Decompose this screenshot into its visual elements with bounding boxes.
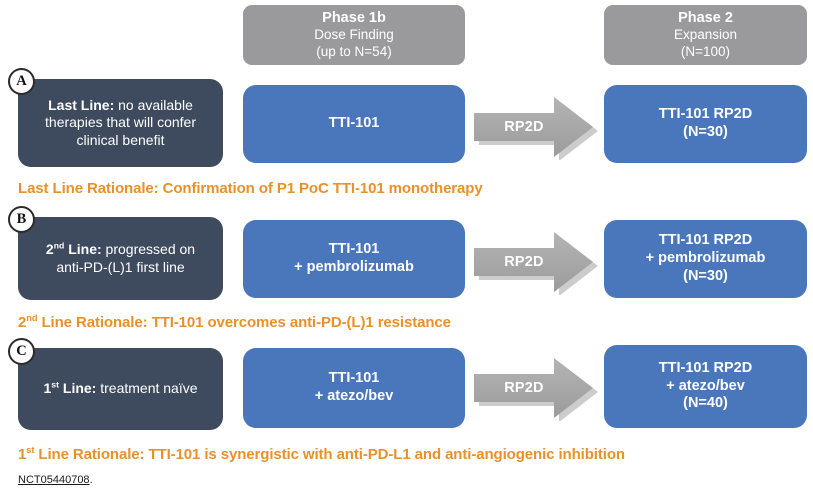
rp2d-arrow-c: RP2D	[468, 355, 599, 421]
rationale-b: 2nd Line Rationale: TTI-101 overcomes an…	[18, 313, 451, 331]
phase-1b-enrollment: (up to N=54)	[316, 43, 392, 59]
row-badge-c: C	[8, 338, 35, 365]
rp2d-arrow-label-a: RP2D	[504, 119, 544, 135]
phase1b-text-c: TTI-101 + atezo/bev	[315, 370, 394, 405]
phase1b-b-line1: TTI-101	[328, 241, 380, 258]
phase-2-header-text: Phase 2 Expansion (N=100)	[668, 10, 743, 61]
column-header-phase-1b: Phase 1b Dose Finding (up to N=54)	[243, 5, 465, 65]
phase1b-box-b: TTI-101 + pembrolizumab	[243, 220, 465, 298]
phase-1b-header-text: Phase 1b Dose Finding (up to N=54)	[308, 10, 400, 61]
population-text-b: 2nd Line: progressed on anti-PD-(L)1 fir…	[32, 241, 209, 275]
rp2d-arrow-b: RP2D	[468, 229, 599, 295]
rp2d-arrow-label-b: RP2D	[504, 254, 544, 270]
population-label-b-sup: nd	[53, 240, 65, 251]
population-label-b: 2nd Line:	[46, 241, 102, 257]
rationale-a-prefix: Last Line	[18, 180, 83, 197]
rationale-b-prefix: 2	[18, 314, 27, 331]
phase2-b-line2: + pembrolizumab	[645, 250, 766, 267]
population-label-b-base: 2	[45, 241, 54, 258]
phase2-a-line1: TTI-101 RP2D	[658, 106, 753, 123]
phase2-c-line2: + atezo/bev	[666, 377, 745, 394]
population-box-c: 1st Line: treatment naïve	[18, 348, 223, 430]
rp2d-arrow-label-c: RP2D	[504, 380, 544, 396]
phase2-text-c: TTI-101 RP2D + atezo/bev (N=40)	[659, 360, 752, 413]
population-box-b: 2nd Line: progressed on anti-PD-(L)1 fir…	[18, 217, 223, 300]
rationale-b-rest: Line Rationale: TTI-101 overcomes anti-P…	[37, 314, 451, 331]
population-label-c-sup: st	[51, 379, 59, 390]
phase2-c-line3: (N=40)	[683, 395, 728, 412]
rationale-c-prefix: 1	[18, 446, 27, 463]
phase2-text-b: TTI-101 RP2D + pembrolizumab (N=30)	[646, 232, 766, 285]
phase2-box-b: TTI-101 RP2D + pembrolizumab (N=30)	[604, 220, 807, 298]
population-label-b-tail: Line:	[64, 241, 102, 258]
phase-1b-title: Phase 1b	[322, 9, 386, 26]
footnote-trial-id[interactable]: NCT05440708	[18, 474, 90, 486]
phase2-b-line1: TTI-101 RP2D	[658, 232, 753, 249]
population-text-c: 1st Line: treatment naïve	[43, 380, 197, 397]
phase-1b-subtitle: Dose Finding	[314, 27, 394, 43]
phase-2-title: Phase 2	[678, 9, 733, 26]
population-label-c-tail: Line:	[59, 380, 97, 397]
phase-2-subtitle: Expansion	[673, 27, 738, 43]
phase1b-text-a: TTI-101	[329, 115, 380, 133]
phase1b-box-a: TTI-101	[243, 85, 465, 163]
population-box-a: Last Line: no available therapies that w…	[18, 79, 223, 167]
phase-2-enrollment: (N=100)	[680, 43, 731, 59]
phase1b-a-line1: TTI-101	[328, 115, 380, 132]
population-label-a: Last Line:	[48, 97, 115, 114]
phase1b-box-c: TTI-101 + atezo/bev	[243, 348, 465, 428]
row-badge-b: B	[8, 206, 35, 233]
phase1b-c-line1: TTI-101	[328, 370, 380, 387]
population-label-c-base: 1	[43, 380, 52, 397]
rationale-a: Last Line Rationale: Confirmation of P1 …	[18, 180, 483, 197]
phase1b-b-line2: + pembrolizumab	[294, 259, 414, 275]
phase2-box-c: TTI-101 RP2D + atezo/bev (N=40)	[604, 345, 807, 428]
population-text-a: Last Line: no available therapies that w…	[32, 97, 209, 148]
phase2-a-line2: (N=30)	[683, 124, 728, 140]
rp2d-arrow-a: RP2D	[468, 94, 599, 160]
column-header-phase-2: Phase 2 Expansion (N=100)	[604, 5, 807, 65]
rationale-b-sup: nd	[26, 313, 38, 323]
phase2-b-line3: (N=30)	[683, 267, 728, 284]
rationale-c-rest: Line Rationale: TTI-101 is synergistic w…	[34, 446, 625, 463]
population-detail-a: no available therapies that will confer …	[45, 97, 196, 148]
phase2-c-line1: TTI-101 RP2D	[658, 359, 753, 376]
footnote: NCT05440708.	[18, 474, 93, 486]
population-detail-c: treatment naïve	[96, 380, 198, 397]
phase1b-text-b: TTI-101 + pembrolizumab	[294, 241, 414, 276]
population-detail-b: progressed on anti-PD-(L)1 first line	[56, 241, 196, 275]
row-badge-a: A	[8, 68, 35, 95]
footnote-period: .	[89, 474, 93, 486]
phase1b-c-line2: + atezo/bev	[314, 388, 394, 404]
rationale-c: 1st Line Rationale: TTI-101 is synergist…	[18, 445, 625, 463]
population-label-c: 1st Line:	[43, 380, 96, 396]
phase2-text-a: TTI-101 RP2D (N=30)	[659, 106, 752, 141]
phase2-box-a: TTI-101 RP2D (N=30)	[604, 85, 807, 163]
rationale-a-rest: Rationale: Confirmation of P1 PoC TTI-10…	[82, 180, 483, 197]
rationale-c-sup: st	[26, 445, 35, 455]
